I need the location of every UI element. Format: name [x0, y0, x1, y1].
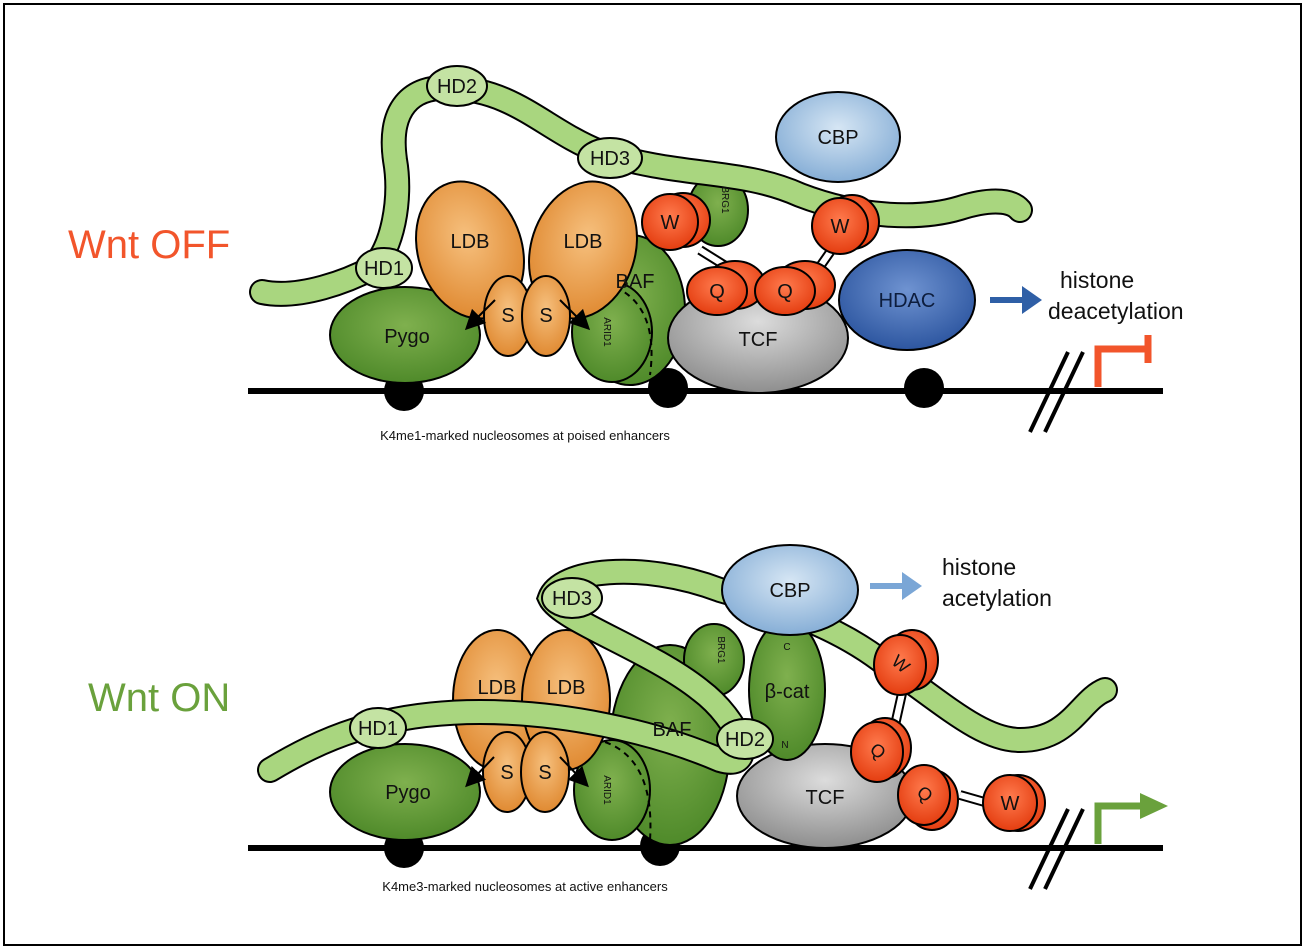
label-s-right-on: S [538, 762, 551, 784]
hd3-domain-on [541, 577, 603, 619]
hd2-domain-on [716, 718, 774, 760]
label-q2-off: Q [777, 281, 793, 303]
label-bcat-c: C [783, 642, 790, 653]
label-w2-off: W [831, 216, 850, 238]
label-hd1-off: HD1 [364, 258, 404, 280]
caption-on: K4me3-marked nucleosomes at active enhan… [382, 879, 668, 894]
label-baf-on: BAF [653, 719, 692, 741]
break-mark-a-off [1028, 351, 1070, 433]
label-q1-off: Q [709, 281, 725, 303]
label-s-left-off: S [501, 305, 514, 327]
pygo-on [329, 743, 481, 841]
break-mark-b-on [1043, 808, 1085, 890]
s-pygo-arrow-off [464, 299, 496, 331]
nucleosome-2-off [648, 368, 688, 408]
s-baf-arrow-on [559, 756, 589, 788]
label-arid1-off: ARID1 [601, 317, 612, 347]
break-mark-a-on [1028, 808, 1070, 890]
state-label-off: Wnt OFF [68, 223, 230, 267]
effect-line1-off: histone [1060, 267, 1134, 293]
label-arid1-on: ARID1 [601, 775, 612, 805]
w-repeat-1-off [641, 193, 699, 251]
label-ldb-left-off: LDB [451, 231, 490, 253]
q-repeat-1-on [850, 721, 904, 783]
label-cbp-off: CBP [817, 127, 858, 149]
label-hdac-off: HDAC [879, 290, 936, 312]
hd2-domain-off [426, 65, 488, 107]
active-promoter-icon [1094, 802, 1145, 844]
arid1-boundary-on [604, 741, 652, 841]
label-hd3-off: HD3 [590, 148, 630, 170]
label-s-right-off: S [539, 305, 552, 327]
label-baf-off: BAF [616, 271, 655, 293]
panel-wnt-on: Wnt ON [88, 544, 1168, 894]
hd1-domain-off [355, 247, 413, 289]
label-ldb-right-off: LDB [564, 231, 603, 253]
w-repeat-1-on [873, 634, 927, 696]
effect-line2-on: acetylation [942, 585, 1052, 611]
panel-wnt-off: Wnt OFF [68, 65, 1184, 443]
q-repeat-2-off [754, 266, 816, 316]
nucleosome-3-off [904, 368, 944, 408]
arid1-on [573, 739, 651, 841]
q-repeat-2-on [897, 764, 951, 826]
cbp-on [721, 544, 859, 636]
label-bcat: β-cat [765, 681, 810, 703]
label-w1-off: W [661, 212, 680, 234]
repressed-promoter-icon [1094, 335, 1152, 387]
label-hd2-on: HD2 [725, 729, 765, 751]
w-repeat-2-off [811, 197, 869, 255]
label-ldb-left-on: LDB [478, 677, 517, 699]
label-cbp-on: CBP [769, 580, 810, 602]
break-mark-b-off [1043, 351, 1085, 433]
label-hd1-on: HD1 [358, 718, 398, 740]
label-tcf-on: TCF [806, 787, 845, 809]
label-s-left-on: S [500, 762, 513, 784]
caption-off: K4me1-marked nucleosomes at poised enhan… [380, 428, 670, 443]
effect-line1-on: histone [942, 554, 1016, 580]
hdac-off [838, 249, 976, 351]
state-label-on: Wnt ON [88, 676, 230, 720]
label-pygo-off: Pygo [384, 326, 430, 348]
w-repeat-2-on [982, 774, 1038, 832]
label-tcf-off: TCF [739, 329, 778, 351]
label-ldb-right-on: LDB [547, 677, 586, 699]
label-pygo-on: Pygo [385, 782, 431, 804]
hd1-domain-on [349, 707, 407, 749]
q-repeat-1-off [686, 266, 748, 316]
label-hd3-on: HD3 [552, 588, 592, 610]
effect-line2-off: deacetylation [1048, 298, 1184, 324]
label-hd2-off: HD2 [437, 76, 477, 98]
label-bcat-n: N [781, 740, 788, 751]
label-w2-on: W [1001, 793, 1020, 815]
cbp-off [775, 91, 901, 183]
hd3-domain-off [577, 137, 643, 179]
active-promoter-arrowhead [1140, 793, 1168, 819]
hdac-effect-arrow [990, 286, 1042, 314]
cbp-effect-arrow [870, 572, 922, 600]
s-pygo-arrow-on [465, 756, 495, 788]
label-brg1-off: BRG1 [719, 186, 730, 214]
label-brg1-on: BRG1 [715, 636, 726, 664]
pygo-off [329, 286, 481, 384]
s-baf-arrow-off [559, 299, 591, 331]
